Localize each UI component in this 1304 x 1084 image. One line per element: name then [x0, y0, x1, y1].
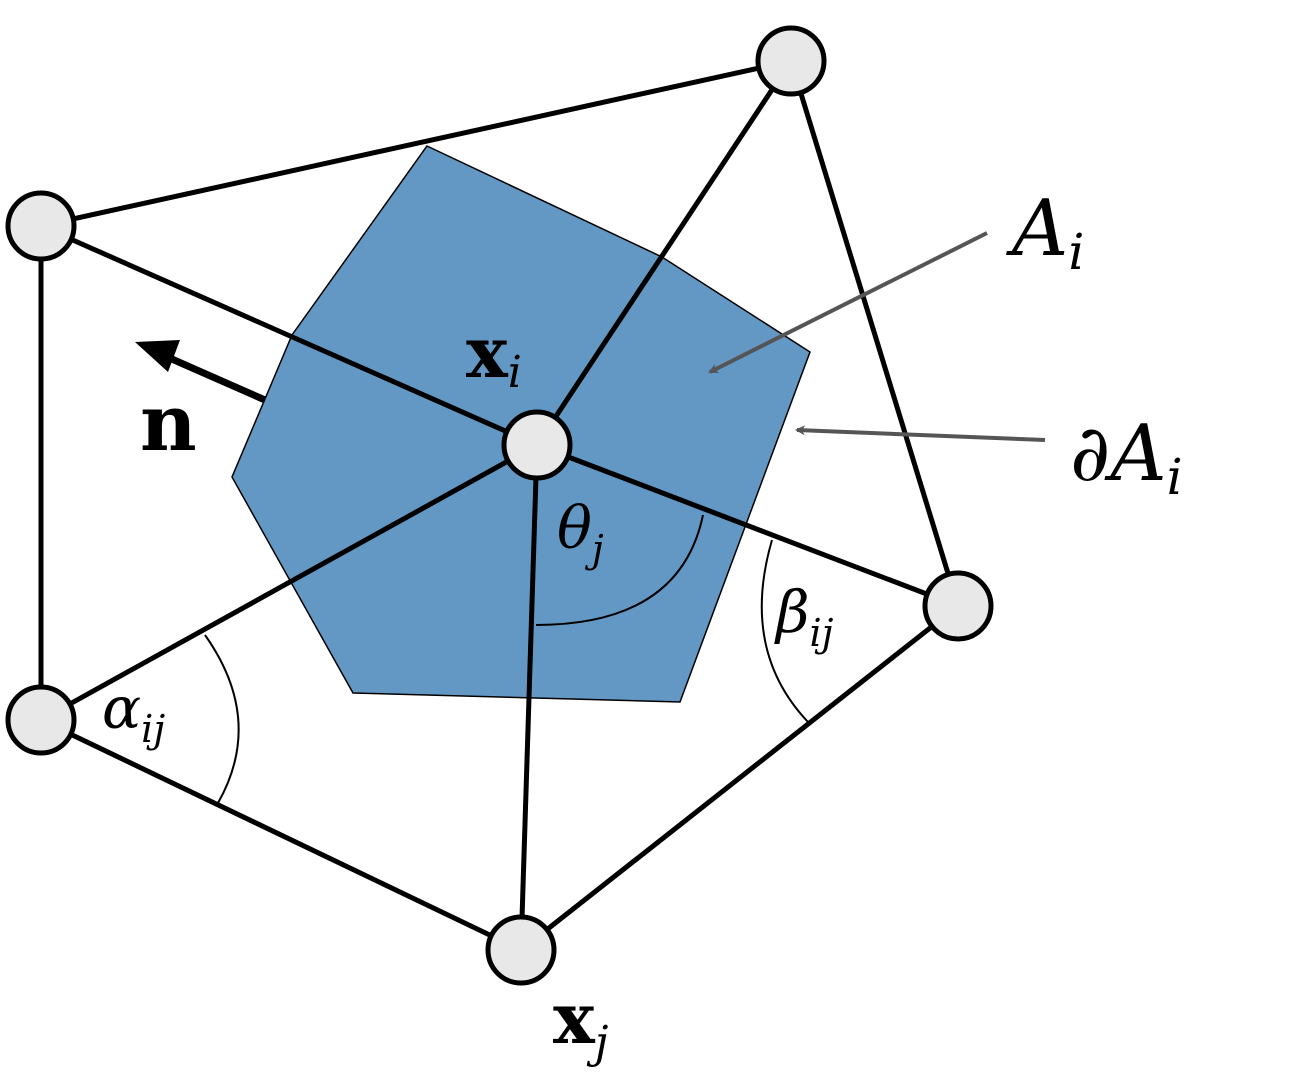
- vertex-node-xi: [501, 409, 573, 481]
- area-pointer-arrow: [708, 231, 988, 374]
- label-xi: xi: [466, 311, 522, 398]
- beta-angle-arc: [760, 539, 809, 723]
- mesh-edges: [38, 58, 961, 953]
- alpha-angle-arc: [204, 634, 240, 804]
- label-boundary: ∂Ai: [1070, 409, 1183, 506]
- label-theta: θj: [557, 494, 604, 571]
- normal-arrow: [135, 340, 267, 404]
- vertex-node: [755, 25, 827, 97]
- mesh-vertices: [5, 25, 994, 986]
- label-alpha: αij: [102, 674, 165, 751]
- label-area: Ai: [1006, 184, 1084, 281]
- vertex-node-xj: [485, 914, 557, 986]
- vertex-node: [5, 684, 77, 756]
- theta-angle-arc: [535, 514, 704, 626]
- label-normal: n: [140, 378, 197, 469]
- label-beta: βij: [774, 578, 834, 655]
- vertex-node: [922, 570, 994, 642]
- vertex-node: [5, 190, 77, 262]
- boundary-pointer-arrow: [795, 425, 1046, 442]
- label-xj: xj: [553, 977, 608, 1068]
